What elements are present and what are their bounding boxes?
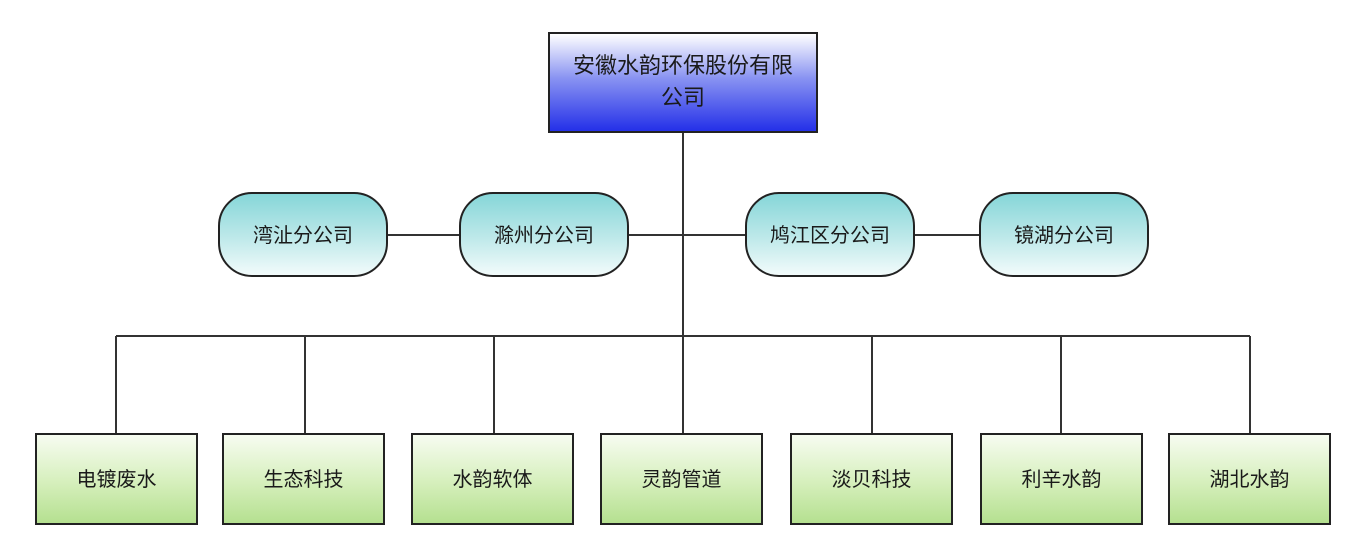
subsidiary-node-ecotech: 生态科技 — [222, 433, 385, 525]
subsidiary-node-hubei: 湖北水韵 — [1168, 433, 1331, 525]
branch-node-chuzhou: 滁州分公司 — [459, 192, 629, 277]
branch-node-jiujiang: 鸠江区分公司 — [745, 192, 915, 277]
subsidiary-label: 湖北水韵 — [1209, 467, 1290, 491]
subsidiary-label: 电镀废水 — [76, 467, 157, 491]
root-node: 安徽水韵环保股份有限公司 — [548, 32, 818, 133]
branch-node-jinghu: 镜湖分公司 — [979, 192, 1149, 277]
root-label: 安徽水韵环保股份有限公司 — [572, 53, 793, 111]
subsidiary-label: 水韵软体 — [452, 467, 533, 491]
subsidiary-label: 灵韵管道 — [641, 467, 722, 491]
subsidiary-node-electroplating: 电镀废水 — [35, 433, 198, 525]
subsidiary-label: 生态科技 — [263, 467, 344, 491]
subsidiary-label: 淡贝科技 — [831, 467, 912, 491]
branch-label: 鸠江区分公司 — [770, 222, 890, 247]
subsidiary-label: 利辛水韵 — [1021, 467, 1102, 491]
branch-label: 滁州分公司 — [494, 222, 594, 247]
branch-node-wanzhi: 湾沚分公司 — [218, 192, 388, 277]
subsidiary-node-danbei: 淡贝科技 — [790, 433, 953, 525]
subsidiary-node-lixin: 利辛水韵 — [980, 433, 1143, 525]
subsidiary-node-pipes: 灵韵管道 — [600, 433, 763, 525]
branch-label: 湾沚分公司 — [253, 222, 353, 247]
branch-label: 镜湖分公司 — [1014, 222, 1114, 247]
subsidiary-node-software: 水韵软体 — [411, 433, 574, 525]
